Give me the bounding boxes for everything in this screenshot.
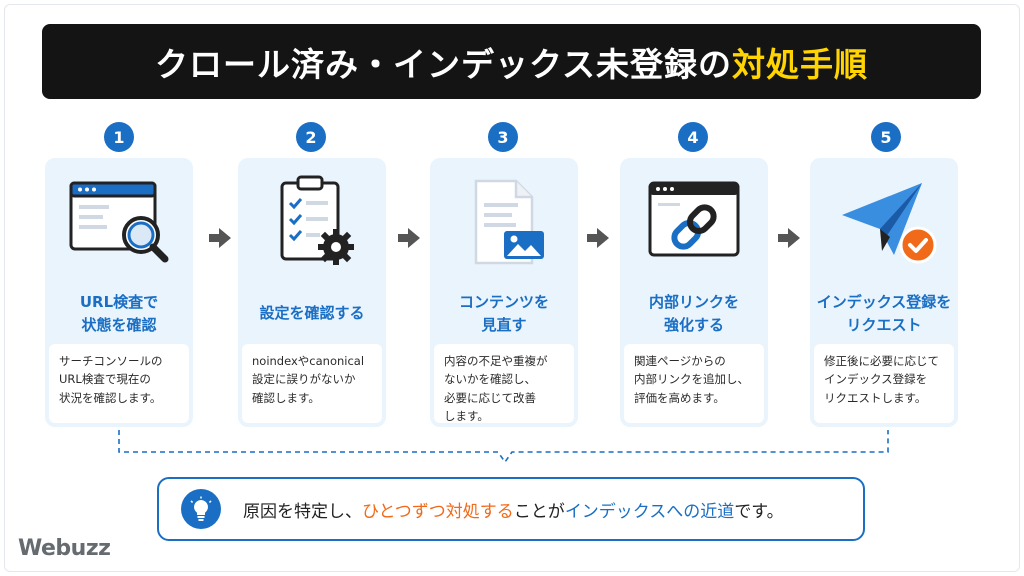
step-desc-4: 関連ページからの内部リンクを追加し、評価を高めます。 [624,344,764,423]
step-number-1: 1 [104,122,134,152]
title-main: クロール済み・インデックス未登録の [154,44,732,84]
step-card-3: コンテンツを見直す 内容の不足や重複がないかを確認し、必要に応じて改善します。 [430,158,578,427]
step-number-3: 3 [488,122,518,152]
step-title-3: コンテンツを見直す [458,292,549,334]
arrow-right-icon [209,228,231,248]
brand-logo: Webuzz [18,536,111,561]
document-image-icon [430,158,578,284]
step-number-4: 4 [678,122,708,152]
step-card-5: インデックス登録をリクエスト 修正後に必要に応じてインデックス登録をリクエストし… [810,158,958,427]
arrow-right-icon [398,228,420,248]
browser-link-icon [620,158,768,284]
clipboard-gear-icon [238,158,386,284]
arrow-right-icon [587,228,609,248]
summary-text: 原因を特定し、ひとつずつ対処することがインデックスへの近道です。 [243,501,784,522]
browser-magnifier-icon [45,158,193,284]
step-title-4: 内部リンクを強化する [648,292,739,334]
step-number-5: 5 [871,122,901,152]
arrow-right-icon [778,228,800,248]
step-desc-5: 修正後に必要に応じてインデックス登録をリクエストします。 [814,344,954,423]
step-card-4: 内部リンクを強化する 関連ページからの内部リンクを追加し、評価を高めます。 [620,158,768,427]
page-frame [4,4,1020,572]
summary-note: 原因を特定し、ひとつずつ対処することがインデックスへの近道です。 [157,477,865,541]
paper-plane-check-icon [810,158,958,284]
step-title-5: インデックス登録をリクエスト [816,292,952,334]
lightbulb-icon [181,489,221,529]
title-highlight: 対処手順 [732,44,868,84]
step-title-1: URL検査で状態を確認 [79,292,159,334]
page-title: クロール済み・インデックス未登録の対処手順 [42,24,981,99]
step-number-2: 2 [296,122,326,152]
step-title-2: 設定を確認する [259,304,365,323]
step-desc-3: 内容の不足や重複がないかを確認し、必要に応じて改善します。 [434,344,574,423]
